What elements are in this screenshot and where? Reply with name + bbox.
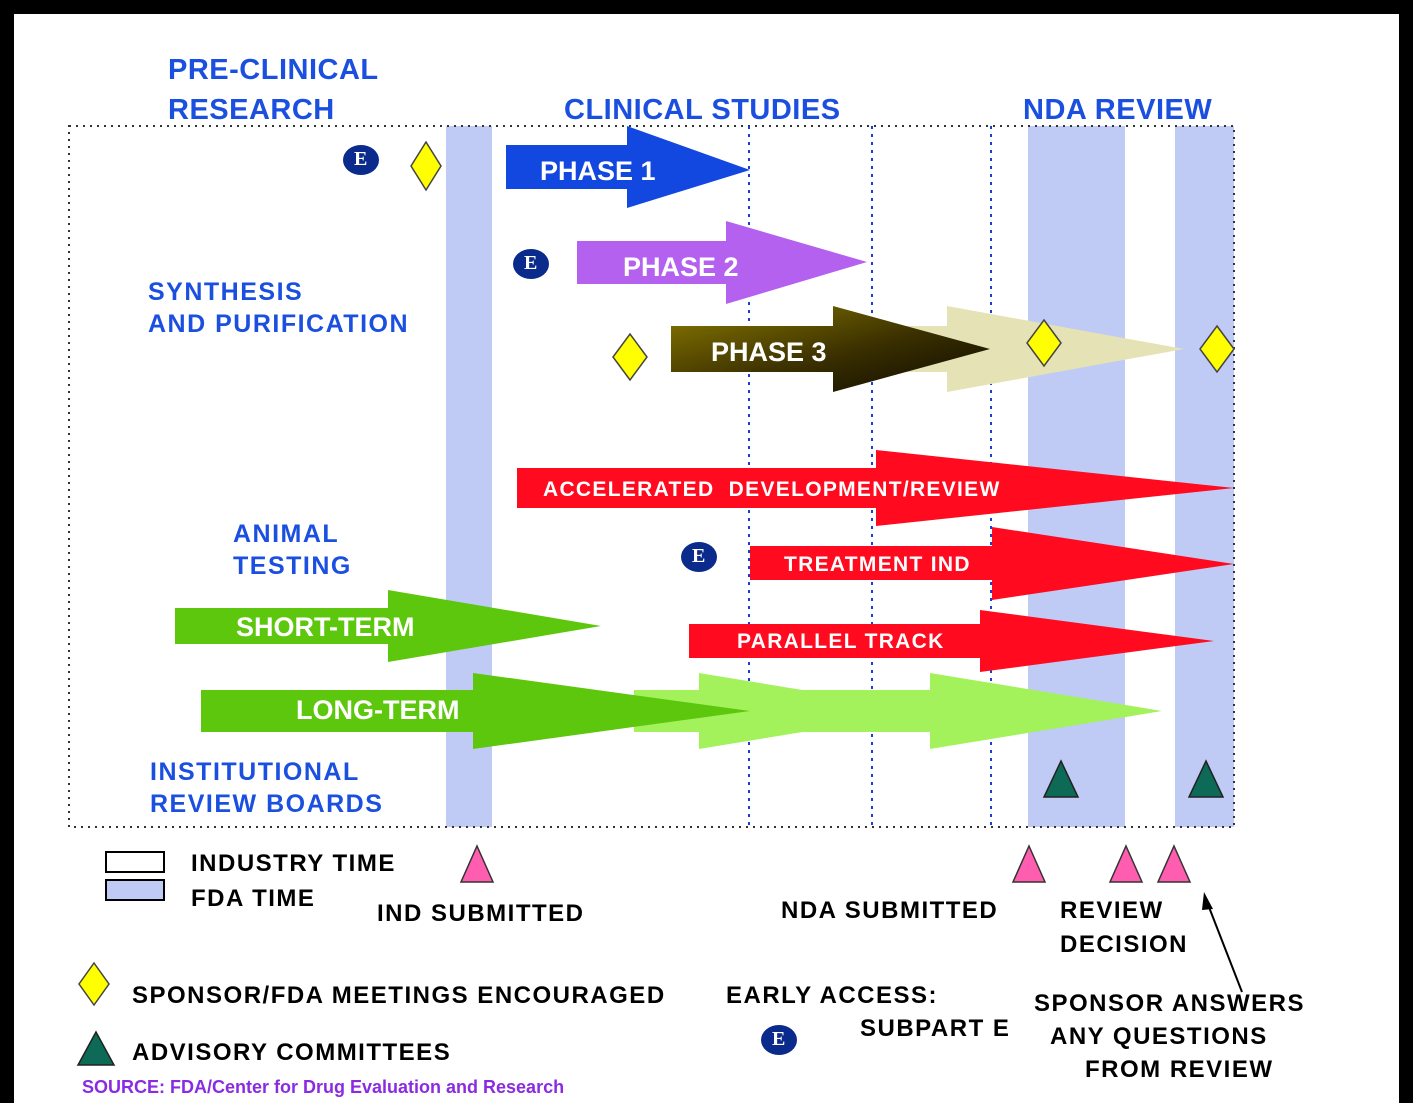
sponsor-answers-triangle bbox=[1156, 844, 1192, 883]
phase1-label: PHASE 1 bbox=[540, 156, 656, 186]
diagram-canvas bbox=[68, 125, 1243, 1066]
header-preclinical: PRE-CLINICAL bbox=[168, 54, 379, 86]
legend-subpart-e: SUBPART E bbox=[860, 1015, 1011, 1042]
advisory-committee-triangle bbox=[1042, 759, 1080, 798]
accelerated-label: ACCELERATED DEVELOPMENT/REVIEW bbox=[543, 478, 1001, 501]
sponsor-answers-pointer bbox=[1206, 901, 1243, 993]
label-animal: ANIMAL bbox=[233, 520, 340, 548]
legend-early-access-e: E bbox=[772, 1028, 786, 1050]
early-access-circle bbox=[343, 145, 379, 175]
legend-diamond bbox=[78, 961, 110, 1007]
legend-industry-time-box bbox=[105, 851, 165, 873]
legend-early-access: EARLY ACCESS: bbox=[726, 982, 938, 1009]
source-note: SOURCE: FDA/Center for Drug Evaluation a… bbox=[82, 1077, 565, 1097]
diagram-frame: PRE-CLINICAL RESEARCH CLINICAL STUDIES N… bbox=[14, 14, 1399, 1103]
label-review-boards: REVIEW BOARDS bbox=[150, 790, 384, 818]
label-institutional: INSTITUTIONAL bbox=[150, 758, 360, 786]
phase3-extension-arrow bbox=[874, 306, 1184, 392]
header-research: RESEARCH bbox=[168, 94, 335, 126]
advisory-committee-triangle bbox=[1187, 759, 1225, 798]
sponsor-answers-label: SPONSOR ANSWERS bbox=[1034, 990, 1305, 1017]
label-and-purification: AND PURIFICATION bbox=[148, 310, 410, 338]
ind-submitted-triangle bbox=[459, 844, 495, 883]
sponsor-meeting-diamond bbox=[1026, 318, 1062, 368]
long-term-extension-arrow bbox=[699, 673, 1162, 749]
from-review-label: FROM REVIEW bbox=[1085, 1056, 1274, 1083]
short-term-arrow bbox=[175, 590, 601, 662]
sponsor-meeting-diamond bbox=[1199, 324, 1235, 374]
phase3-arrow bbox=[671, 306, 990, 392]
parallel-track-arrow bbox=[689, 610, 1214, 672]
nda-submitted-triangle bbox=[1011, 844, 1047, 883]
accelerated-arrow bbox=[517, 450, 1234, 526]
early-access-circle bbox=[681, 542, 717, 572]
parallel-track-label: PARALLEL TRACK bbox=[737, 630, 945, 653]
early-access-circle bbox=[513, 249, 549, 279]
legend-fda-time-box bbox=[105, 879, 165, 901]
early-access-e: E bbox=[692, 545, 706, 567]
legend-advisory-committees: ADVISORY COMMITTEES bbox=[132, 1039, 452, 1066]
decision-label: DECISION bbox=[1060, 931, 1189, 958]
nda-submitted-label: NDA SUBMITTED bbox=[781, 897, 999, 924]
early-access-e: E bbox=[354, 148, 368, 170]
phase1-arrow bbox=[506, 126, 750, 208]
ind-submitted-label: IND SUBMITTED bbox=[377, 900, 585, 927]
legend-sponsor-meetings: SPONSOR/FDA MEETINGS ENCOURAGED bbox=[132, 982, 666, 1009]
header-clinical-studies: CLINICAL STUDIES bbox=[564, 94, 841, 126]
long-term-label: LONG-TERM bbox=[296, 695, 460, 725]
short-term-label: SHORT-TERM bbox=[236, 612, 415, 642]
treatment-ind-arrow bbox=[750, 527, 1234, 600]
sponsor-meeting-diamond bbox=[410, 140, 442, 192]
fda-time-band-sponsor-answers bbox=[1175, 126, 1234, 827]
legend-early-access-circle bbox=[761, 1025, 797, 1055]
phase2-label: PHASE 2 bbox=[623, 252, 739, 282]
review-label: REVIEW bbox=[1060, 897, 1164, 924]
review-decision-triangle bbox=[1108, 844, 1144, 883]
label-synthesis: SYNTHESIS bbox=[148, 278, 304, 306]
legend-fda-time: FDA TIME bbox=[191, 885, 316, 912]
sponsor-meeting-diamond bbox=[612, 332, 648, 382]
phase3-label: PHASE 3 bbox=[711, 337, 827, 367]
header-nda-review: NDA REVIEW bbox=[1023, 94, 1213, 126]
legend-industry-time: INDUSTRY TIME bbox=[191, 850, 396, 877]
long-term-extension-arrow-middle bbox=[634, 673, 930, 749]
label-testing: TESTING bbox=[233, 552, 352, 580]
sponsor-answers-pointer-head bbox=[1202, 892, 1213, 910]
timeline-box bbox=[68, 125, 1235, 828]
early-access-e: E bbox=[524, 252, 538, 274]
any-questions-label: ANY QUESTIONS bbox=[1050, 1023, 1268, 1050]
treatment-ind-label: TREATMENT IND bbox=[784, 553, 971, 576]
phase2-arrow bbox=[577, 221, 867, 304]
legend-advisory-triangle bbox=[76, 1030, 116, 1066]
long-term-arrow bbox=[201, 673, 750, 749]
